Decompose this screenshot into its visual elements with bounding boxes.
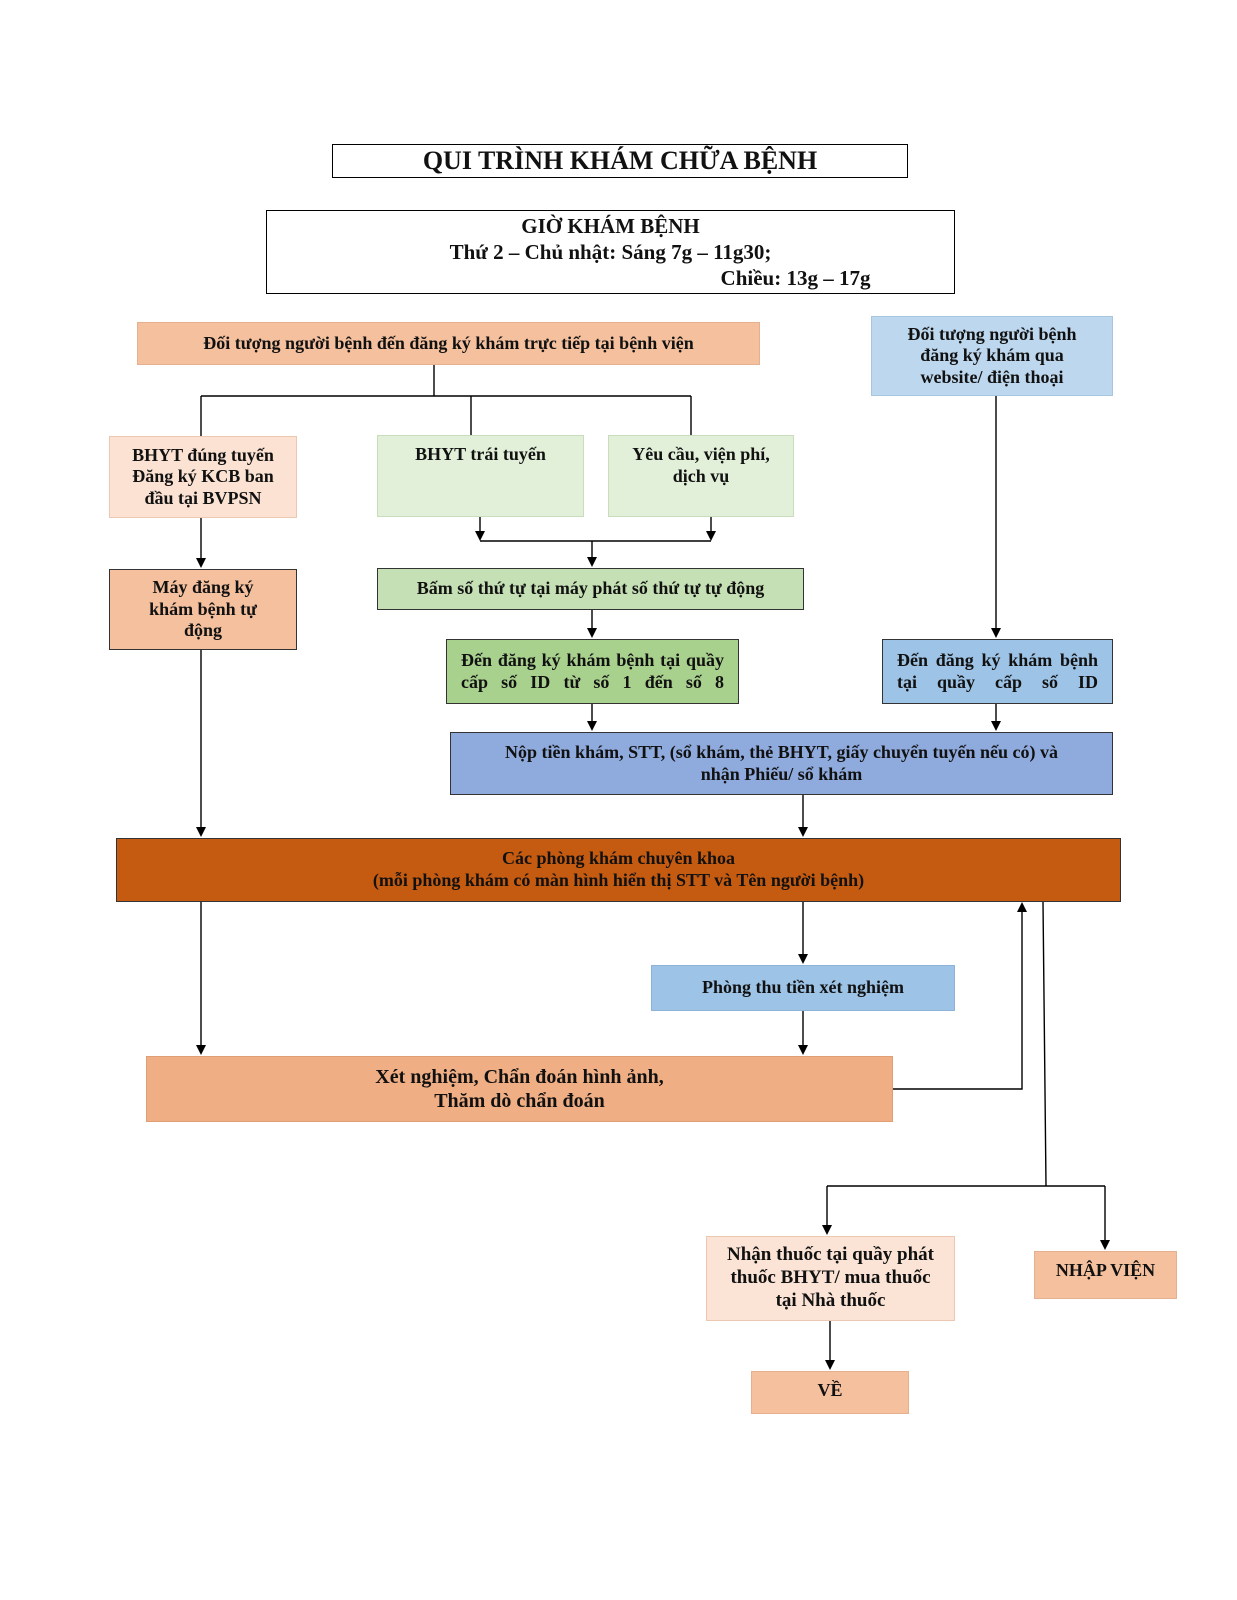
node-lab-payment: Phòng thu tiền xét nghiệm (651, 965, 955, 1011)
node-queue-ticket: Bấm số thứ tự tại máy phát số thứ tự tự … (377, 568, 804, 610)
node-medicine: Nhận thuốc tại quầy phát thuốc BHYT/ mua… (706, 1236, 955, 1321)
connector-clinics-to-outcomes (1042, 901, 1047, 1187)
node-direct-register: Đối tượng người bệnh đến đăng ký khám tr… (137, 322, 760, 365)
node-auto-kiosk: Máy đăng ký khám bệnh tự động (109, 569, 297, 650)
arrow-tests-back-to-clinics (893, 902, 1027, 1090)
node-bhyt-wrong-text: BHYT trái tuyến (415, 444, 546, 464)
node-lab-payment-text: Phòng thu tiền xét nghiệm (701, 977, 905, 998)
node-service-fee-text: Yêu cầu, viện phí, dịch vụ (632, 444, 770, 486)
node-bhyt-correct-text: BHYT đúng tuyến Đăng ký KCB ban đầu tại … (132, 444, 274, 508)
node-pay-fee-text: Nộp tiền khám, STT, (sổ khám, thẻ BHYT, … (505, 741, 1058, 784)
node-tests-text: Xét nghiệm, Chẩn đoán hình ảnh, Thăm dò … (375, 1066, 664, 1112)
node-online-register: Đối tượng người bệnh đăng ký khám qua we… (871, 316, 1113, 396)
node-counter-1-8: Đến đăng ký khám bệnh tại quầy cấp số ID… (446, 639, 739, 704)
opening-hours-line-1: Thứ 2 – Chủ nhật: Sáng 7g – 11g30; (449, 239, 772, 264)
node-bhyt-wrong: BHYT trái tuyến (377, 435, 584, 517)
page-title-text: QUI TRÌNH KHÁM CHỮA BỆNH (422, 146, 818, 176)
opening-hours-box: GIỜ KHÁM BỆNH Thứ 2 – Chủ nhật: Sáng 7g … (266, 210, 955, 294)
opening-hours-line-2: Chiều: 13g – 17g (720, 266, 871, 291)
node-queue-ticket-text: Bấm số thứ tự tại máy phát số thứ tự tự … (416, 578, 765, 599)
node-counter-1-8-text: Đến đăng ký khám bệnh tại quầy cấp số ID… (461, 649, 724, 692)
node-go-home-text: VỀ (817, 1380, 843, 1400)
node-counter-id: Đến đăng ký khám bệnh tại quầy cấp số ID (882, 639, 1113, 704)
node-online-register-text: Đối tượng người bệnh đăng ký khám qua we… (907, 323, 1077, 387)
node-direct-register-text: Đối tượng người bệnh đến đăng ký khám tr… (203, 332, 694, 353)
node-pay-fee: Nộp tiền khám, STT, (sổ khám, thẻ BHYT, … (450, 732, 1113, 795)
node-clinics: Các phòng khám chuyên khoa (mỗi phòng kh… (116, 838, 1121, 902)
node-admission-text: NHẬP VIỆN (1055, 1260, 1156, 1280)
node-auto-kiosk-text: Máy đăng ký khám bệnh tự động (149, 577, 257, 641)
node-admission: NHẬP VIỆN (1034, 1251, 1177, 1299)
opening-hours-heading: GIỜ KHÁM BỆNH (521, 213, 700, 238)
node-go-home: VỀ (751, 1371, 909, 1414)
page-title: QUI TRÌNH KHÁM CHỮA BỆNH (332, 144, 908, 178)
node-clinics-text: Các phòng khám chuyên khoa (mỗi phòng kh… (372, 848, 865, 890)
node-tests: Xét nghiệm, Chẩn đoán hình ảnh, Thăm dò … (146, 1056, 893, 1122)
node-service-fee: Yêu cầu, viện phí, dịch vụ (608, 435, 794, 517)
node-bhyt-correct: BHYT đúng tuyến Đăng ký KCB ban đầu tại … (109, 436, 297, 518)
node-counter-id-text: Đến đăng ký khám bệnh tại quầy cấp số ID (897, 649, 1098, 692)
node-medicine-text: Nhận thuốc tại quầy phát thuốc BHYT/ mua… (727, 1244, 934, 1311)
